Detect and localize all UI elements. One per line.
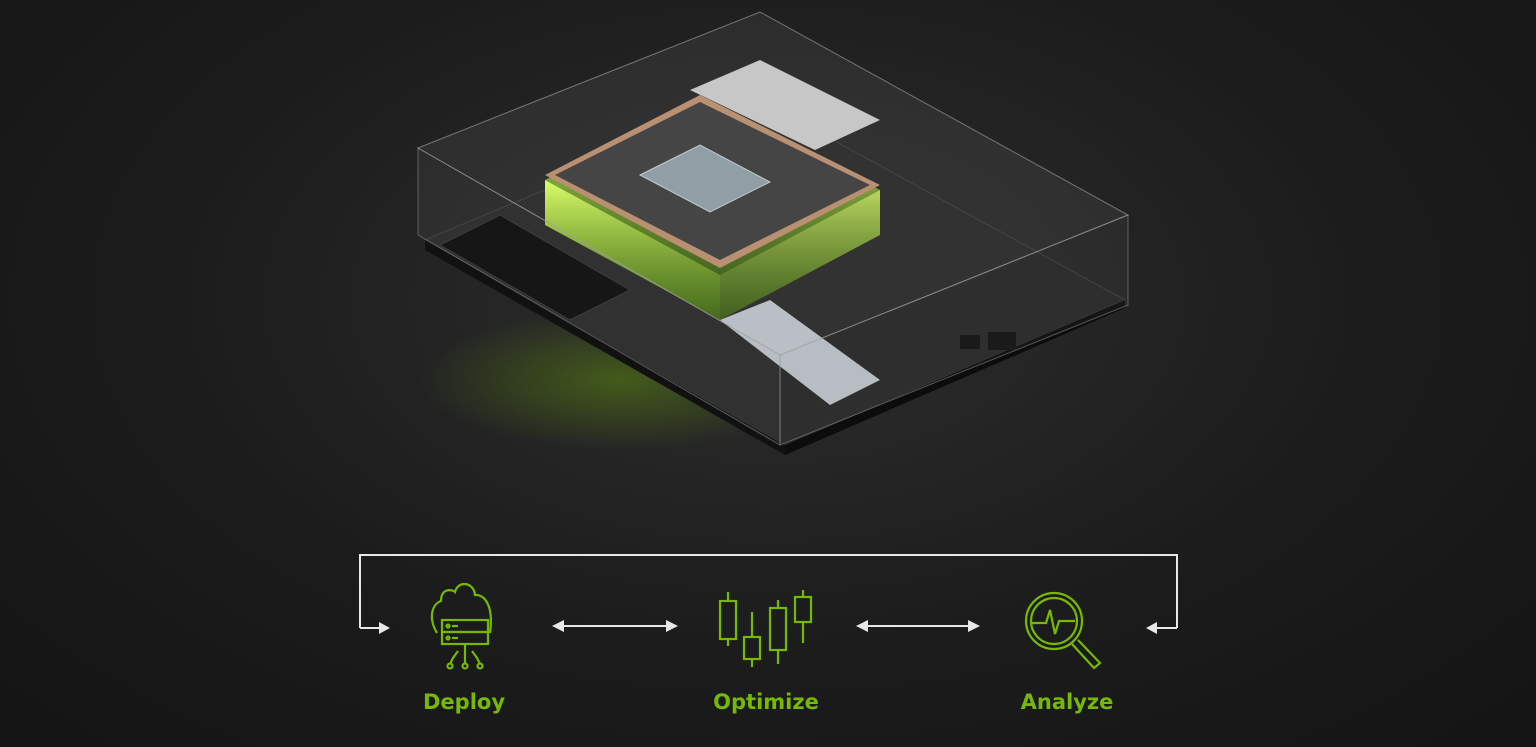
step-label-optimize: Optimize bbox=[713, 690, 819, 714]
candlestick-chart-icon bbox=[718, 590, 813, 667]
arrow-right-icon bbox=[666, 620, 678, 632]
cloud-server-icon bbox=[430, 583, 492, 670]
arrow-left-icon bbox=[552, 620, 564, 632]
connector bbox=[720, 300, 880, 405]
step-label-deploy: Deploy bbox=[422, 690, 506, 714]
arrow-left-icon bbox=[856, 620, 868, 632]
green-glow bbox=[545, 180, 720, 320]
arrow-left-icon bbox=[1146, 622, 1157, 634]
feedback-loop-line bbox=[359, 554, 1178, 629]
magnifier-pulse-icon bbox=[1024, 591, 1102, 670]
soc-chip bbox=[638, 144, 772, 213]
step-label-analyze: Analyze bbox=[1020, 690, 1114, 714]
arrow-right-icon bbox=[968, 620, 980, 632]
arrow-right-icon bbox=[379, 622, 390, 634]
pcie-slot bbox=[438, 214, 632, 321]
